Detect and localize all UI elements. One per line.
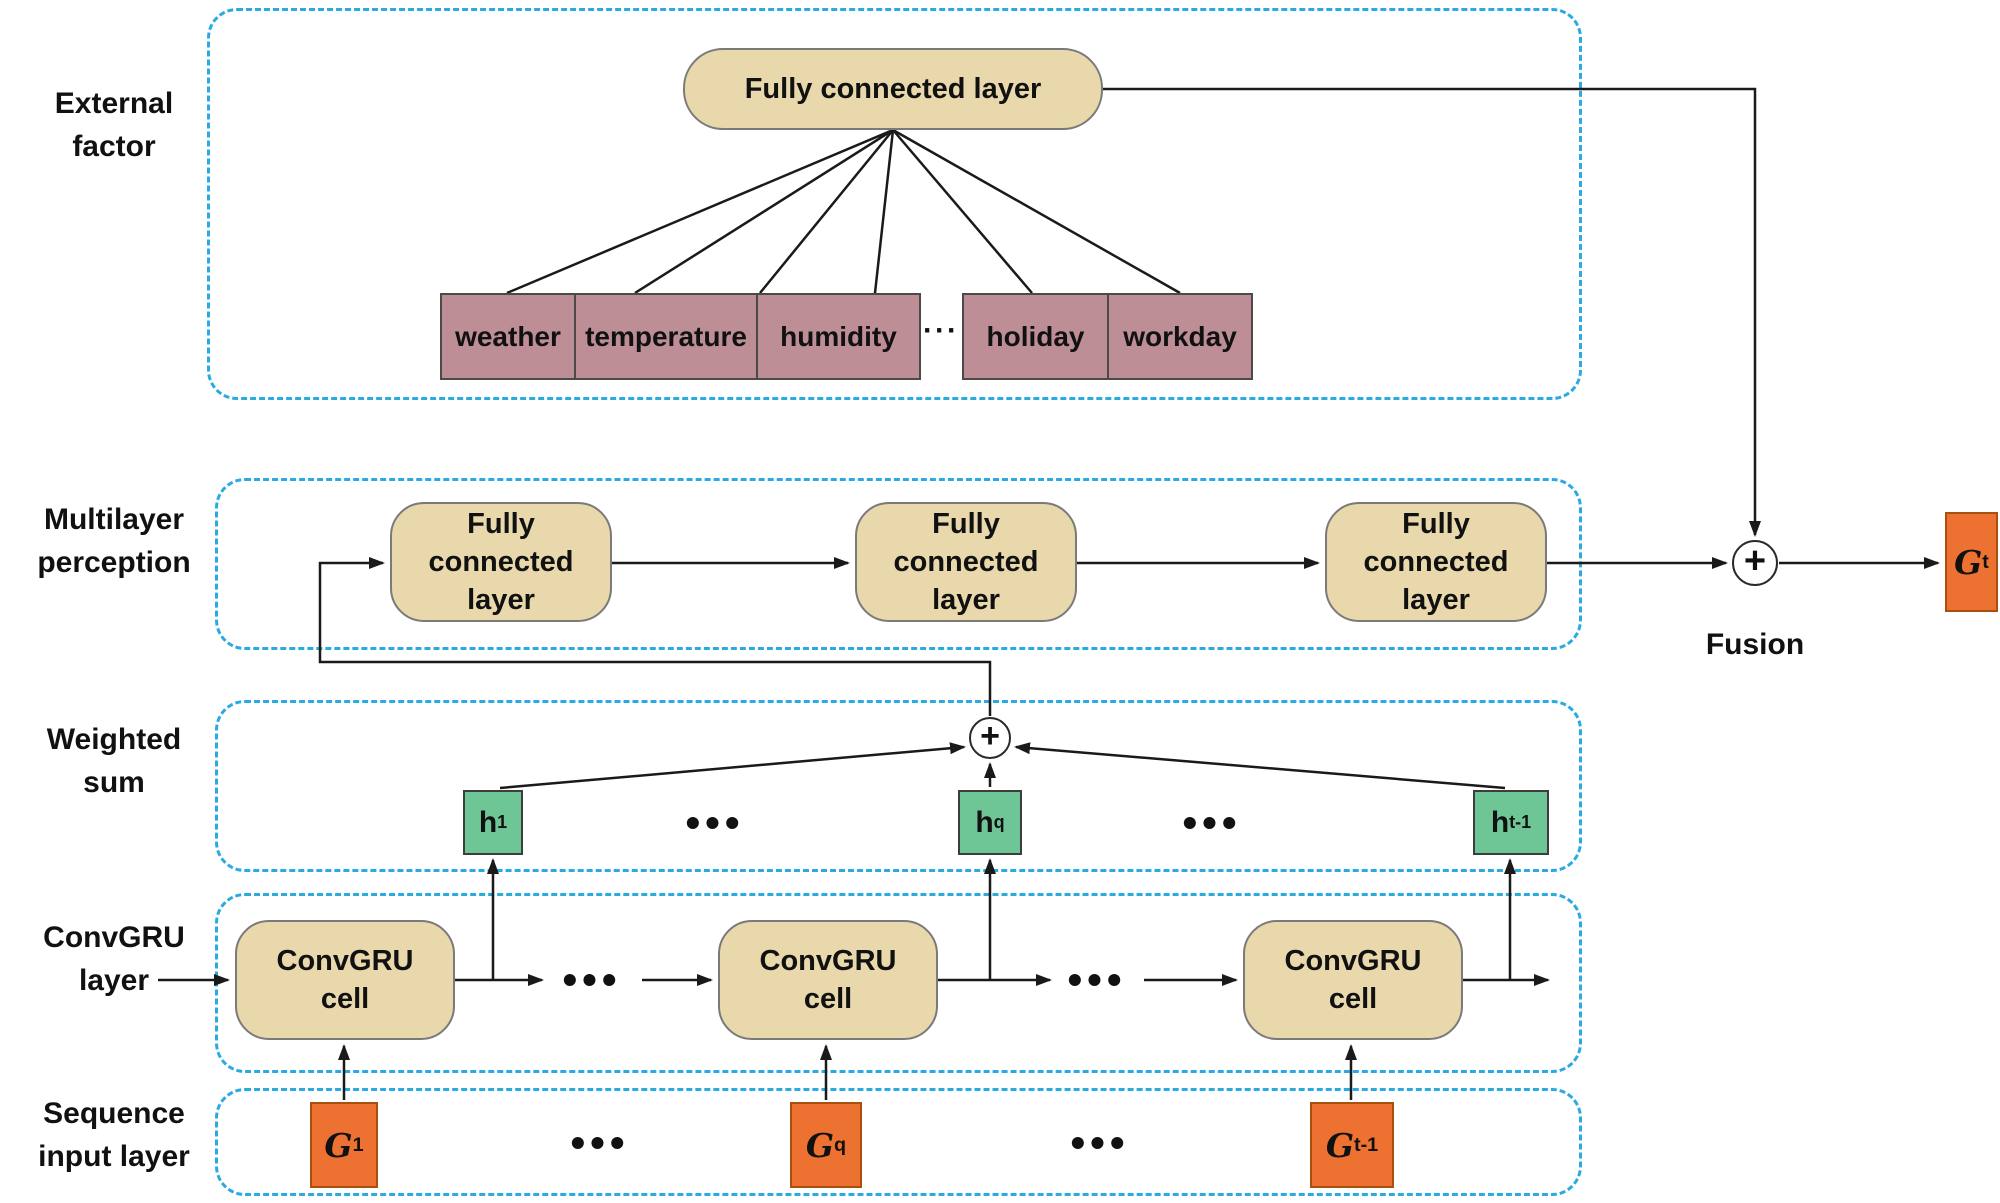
g-subscript: t-1 xyxy=(1354,1133,1379,1156)
box-label: cell xyxy=(803,983,853,1015)
section-sequence-input-layer xyxy=(215,1088,1582,1196)
g-symbol: G xyxy=(1954,542,1983,582)
section-weighted-sum xyxy=(215,700,1582,872)
sequence-ellipsis-2: ••• xyxy=(1070,1119,1130,1166)
fusion-plus-node: + xyxy=(1732,540,1778,586)
box-label: connected xyxy=(1363,546,1509,578)
convgru-cell-2: ConvGRU cell xyxy=(718,920,938,1040)
h-symbol: h xyxy=(975,805,994,839)
box-label: connected xyxy=(428,546,574,578)
box-label: layer xyxy=(467,584,535,616)
box-label: Fully connected layer xyxy=(744,73,1042,105)
label-line: Weighted xyxy=(46,723,182,756)
label-sequence-input-layer: Sequence input layer xyxy=(2,1092,226,1178)
box-label: cell xyxy=(320,983,370,1015)
weighted-ellipsis-1: ••• xyxy=(685,799,745,846)
g-symbol: G xyxy=(1325,1125,1354,1165)
h1-to-sum-arrow xyxy=(499,742,966,790)
factor-label: humidity xyxy=(780,320,897,352)
g-symbol: G xyxy=(805,1125,835,1165)
box-label: cell xyxy=(1328,983,1378,1015)
label-line: Sequence xyxy=(43,1097,185,1130)
weighted-sum-plus-node: + xyxy=(969,717,1011,759)
plus-sign: + xyxy=(1743,539,1767,582)
factor-label: temperature xyxy=(585,320,747,352)
factor-holiday: holiday xyxy=(962,293,1109,380)
external-to-fusion-connector xyxy=(1103,87,1761,537)
weighted-ellipsis-2: ••• xyxy=(1182,799,1242,846)
factor-label: workday xyxy=(1123,320,1237,352)
g-subscript: q xyxy=(834,1133,847,1156)
label-line: layer xyxy=(78,964,150,997)
mlp-fc-box-1: Fully connected layer xyxy=(390,502,612,622)
g-symbol: G xyxy=(324,1125,353,1165)
h-symbol: h xyxy=(1490,805,1510,839)
label-line: perception xyxy=(37,546,191,579)
label-line: input layer xyxy=(38,1140,190,1173)
external-ellipsis: ··· xyxy=(923,314,959,347)
box-label: Fully xyxy=(467,508,535,540)
h-subscript: q xyxy=(993,812,1005,832)
g-subscript: t xyxy=(1982,550,1989,573)
box-label: layer xyxy=(1402,584,1470,616)
plus-sign: + xyxy=(980,716,1000,755)
factor-temperature: temperature xyxy=(574,293,758,380)
label-line: Multilayer xyxy=(43,503,185,536)
convgru-ellipsis-1: ••• xyxy=(562,956,622,1003)
external-fan-lines xyxy=(506,128,1181,295)
g-subscript: 1 xyxy=(352,1133,364,1156)
fusion-label: Fusion xyxy=(1705,628,1805,661)
mlp-fc-box-2: Fully connected layer xyxy=(855,502,1077,622)
factor-workday: workday xyxy=(1107,293,1253,380)
label-line: factor xyxy=(72,130,156,163)
weightedsum-to-mlp-connector xyxy=(318,557,992,716)
factor-humidity: humidity xyxy=(756,293,921,380)
h-subscript: t-1 xyxy=(1509,812,1532,832)
factor-label: weather xyxy=(455,320,561,352)
box-label: ConvGRU xyxy=(276,945,414,977)
box-label: ConvGRU xyxy=(759,945,897,977)
convgru-ellipsis-2: ••• xyxy=(1067,956,1127,1003)
sequence-ellipsis-1: ••• xyxy=(570,1119,630,1166)
mlp-fc-box-3: Fully connected layer xyxy=(1325,502,1547,622)
box-label: layer xyxy=(932,584,1000,616)
label-line: ConvGRU xyxy=(43,921,185,954)
section-external-factor xyxy=(207,8,1582,400)
box-label: Fully xyxy=(932,508,1000,540)
h-symbol: h xyxy=(478,805,498,839)
h-subscript: 1 xyxy=(497,812,508,832)
label-multilayer-perception: Multilayer perception xyxy=(2,498,226,584)
label-line: sum xyxy=(83,766,145,799)
ht1-to-sum-arrow xyxy=(1014,742,1506,790)
external-fully-connected-box: Fully connected layer xyxy=(683,48,1103,130)
label-weighted-sum: Weighted sum xyxy=(2,718,226,804)
factor-label: holiday xyxy=(986,320,1085,352)
label-external-factor: External factor xyxy=(2,82,226,168)
box-label: Fully xyxy=(1402,508,1470,540)
box-label: ConvGRU xyxy=(1284,945,1422,977)
label-line: External xyxy=(54,87,174,120)
convgru-cell-1: ConvGRU cell xyxy=(235,920,455,1040)
label-convgru-layer: ConvGRU layer xyxy=(2,916,226,1002)
convgru-cell-3: ConvGRU cell xyxy=(1243,920,1463,1040)
factor-weather: weather xyxy=(440,293,576,380)
box-label: connected xyxy=(893,546,1039,578)
